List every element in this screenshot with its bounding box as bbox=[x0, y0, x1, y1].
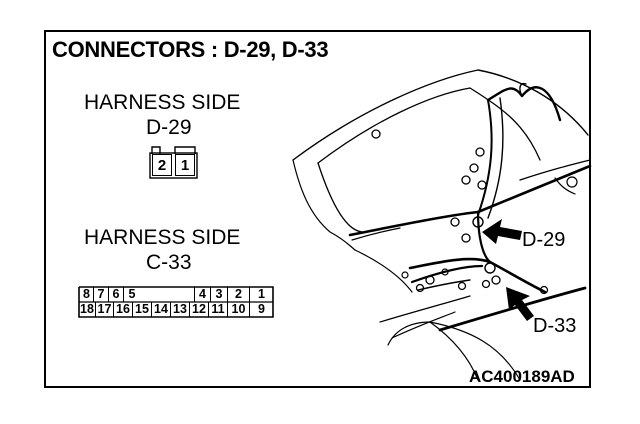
connector-d29-face: 2 1 bbox=[149, 146, 201, 182]
connector-d29-outline bbox=[149, 146, 198, 179]
harness-side-label-c33: HARNESS SIDE bbox=[84, 226, 241, 249]
pin-18: 18 bbox=[79, 302, 96, 317]
pin-16: 16 bbox=[114, 302, 133, 317]
pin-2: 2 bbox=[228, 287, 250, 302]
pin-8: 8 bbox=[80, 287, 94, 302]
pin-17: 17 bbox=[96, 302, 114, 317]
sill-line bbox=[438, 286, 587, 332]
pin-2: 2 bbox=[152, 154, 172, 176]
dash-line bbox=[348, 210, 480, 237]
connector-c33-outline bbox=[78, 286, 274, 318]
pin-15: 15 bbox=[133, 302, 152, 317]
pin-1: 1 bbox=[258, 287, 265, 301]
windshield-top bbox=[317, 87, 471, 164]
callout-d29: D-29 bbox=[522, 229, 566, 251]
harness-side-label-d29: HARNESS SIDE bbox=[84, 91, 241, 114]
pin-9: 9 bbox=[258, 302, 265, 316]
roof-harness bbox=[486, 86, 562, 122]
a-pillar bbox=[477, 99, 493, 216]
pin-12: 12 bbox=[190, 302, 209, 317]
d29-arrow bbox=[482, 219, 522, 244]
pin-6: 6 bbox=[109, 287, 124, 302]
diagram-id: AC400189AD bbox=[469, 367, 575, 386]
connector-name-d29: D-29 bbox=[146, 116, 192, 139]
pin-3: 3 bbox=[211, 287, 228, 302]
pin-7: 7 bbox=[94, 287, 109, 302]
connector-c33-face: 8 7 6 5 4 3 2 1 18 17 16 15 14 13 12 11 … bbox=[76, 286, 281, 323]
pin-5: 5 bbox=[128, 287, 136, 301]
d33-arrow bbox=[506, 287, 534, 321]
pin-13: 13 bbox=[171, 302, 190, 317]
pin-14: 14 bbox=[152, 302, 171, 317]
diagram-title: CONNECTORS : D-29, D-33 bbox=[52, 37, 329, 62]
diagram-frame bbox=[44, 30, 591, 388]
windshield-left bbox=[317, 162, 363, 233]
windshield-right bbox=[469, 87, 541, 161]
pin-1: 1 bbox=[175, 154, 195, 176]
pin-10: 10 bbox=[228, 302, 250, 317]
roof-line bbox=[292, 69, 589, 161]
pin-4: 4 bbox=[194, 287, 211, 302]
connector-name-c33: C-33 bbox=[146, 251, 192, 274]
pin-11: 11 bbox=[209, 302, 228, 317]
callout-d33: D-33 bbox=[533, 315, 577, 337]
